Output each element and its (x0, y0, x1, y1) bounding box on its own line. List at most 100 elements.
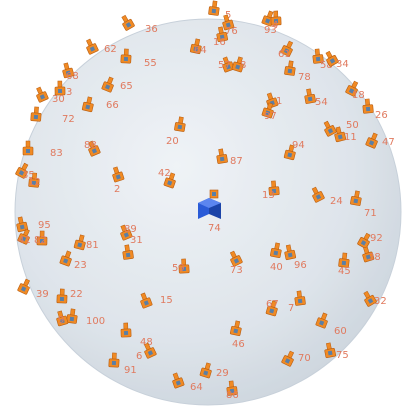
marker[interactable] (357, 232, 373, 249)
marker[interactable] (338, 252, 350, 268)
marker[interactable] (315, 312, 330, 329)
marker[interactable] (119, 14, 135, 31)
marker[interactable] (120, 48, 132, 64)
marker-face (59, 296, 65, 302)
center-cube[interactable]: 74 (198, 189, 221, 234)
marker[interactable] (333, 126, 347, 143)
marker[interactable] (261, 10, 276, 27)
marker[interactable] (361, 246, 375, 263)
marker-label: 50 (346, 120, 359, 131)
marker[interactable] (73, 234, 87, 251)
marker-label: 13 (262, 190, 275, 201)
marker-label: 6 (136, 351, 142, 362)
marker-label: 86 (226, 390, 239, 401)
marker[interactable] (284, 60, 296, 76)
marker[interactable] (110, 166, 125, 183)
marker-label: 22 (70, 289, 83, 300)
marker[interactable] (178, 258, 190, 274)
marker[interactable] (30, 106, 42, 122)
marker[interactable] (22, 140, 34, 156)
marker-face (269, 308, 275, 314)
marker[interactable] (215, 26, 228, 42)
marker[interactable] (84, 38, 99, 55)
marker[interactable] (304, 88, 316, 104)
marker-label: 40 (270, 262, 283, 273)
marker[interactable] (122, 244, 134, 260)
marker[interactable] (345, 80, 360, 97)
marker-label: 61 (278, 49, 291, 60)
marker[interactable] (17, 278, 32, 295)
marker[interactable] (226, 380, 238, 396)
marker[interactable] (365, 132, 380, 149)
marker-face (123, 330, 129, 336)
marker-label: 94 (292, 140, 305, 151)
marker[interactable] (36, 230, 48, 246)
marker[interactable] (142, 342, 157, 359)
marker[interactable] (66, 308, 78, 324)
marker[interactable] (28, 172, 40, 188)
marker-label: 55 (144, 58, 157, 69)
marker[interactable] (118, 224, 133, 241)
marker-face (20, 286, 27, 292)
marker[interactable] (220, 56, 235, 73)
marker[interactable] (15, 216, 29, 233)
marker[interactable] (216, 148, 228, 164)
marker-label: 8 (240, 60, 246, 71)
marker-face (307, 96, 313, 102)
marker[interactable] (17, 228, 32, 245)
marker-label: 75 (336, 350, 349, 361)
marker[interactable] (81, 96, 95, 113)
marker[interactable] (350, 190, 362, 206)
marker[interactable] (59, 250, 74, 267)
marker[interactable] (86, 140, 101, 157)
marker-label: 70 (298, 353, 311, 364)
marker[interactable] (221, 14, 235, 31)
marker-label: 4 (272, 20, 278, 31)
marker[interactable] (61, 62, 75, 79)
marker[interactable] (163, 172, 178, 189)
marker[interactable] (189, 38, 203, 55)
marker[interactable] (261, 102, 276, 119)
marker-face (39, 238, 45, 244)
marker[interactable] (55, 310, 69, 327)
marker[interactable] (321, 120, 337, 137)
marker[interactable] (34, 86, 49, 103)
marker-label: 32 (374, 296, 387, 307)
marker[interactable] (208, 0, 220, 16)
marker[interactable] (199, 362, 214, 379)
marker-face (143, 300, 149, 306)
marker-label: 58 (320, 60, 333, 71)
marker[interactable] (268, 180, 280, 196)
marker-label: 29 (216, 368, 229, 379)
marker-face (167, 180, 173, 186)
marker[interactable] (362, 98, 374, 114)
marker[interactable] (174, 116, 186, 132)
marker[interactable] (270, 242, 282, 258)
marker[interactable] (312, 48, 324, 64)
marker[interactable] (229, 320, 243, 337)
marker[interactable] (15, 162, 30, 179)
marker[interactable] (228, 250, 243, 267)
marker-label: 91 (124, 365, 137, 376)
marker[interactable] (265, 300, 279, 317)
marker[interactable] (361, 290, 377, 307)
marker[interactable] (309, 186, 325, 203)
marker[interactable] (294, 290, 306, 306)
marker[interactable] (280, 40, 295, 57)
marker[interactable] (323, 342, 336, 358)
marker-label: 12 (28, 177, 41, 188)
marker[interactable] (170, 372, 185, 389)
marker[interactable] (138, 292, 153, 309)
marker[interactable] (56, 288, 68, 304)
marker[interactable] (283, 144, 297, 161)
marker-face (319, 320, 325, 326)
marker[interactable] (54, 80, 66, 96)
marker[interactable] (101, 76, 116, 93)
marker[interactable] (108, 352, 120, 368)
marker[interactable] (283, 244, 297, 261)
marker[interactable] (323, 50, 339, 67)
marker[interactable] (231, 56, 246, 73)
marker[interactable] (281, 350, 296, 367)
marker[interactable] (120, 322, 132, 338)
marker[interactable] (270, 10, 282, 26)
